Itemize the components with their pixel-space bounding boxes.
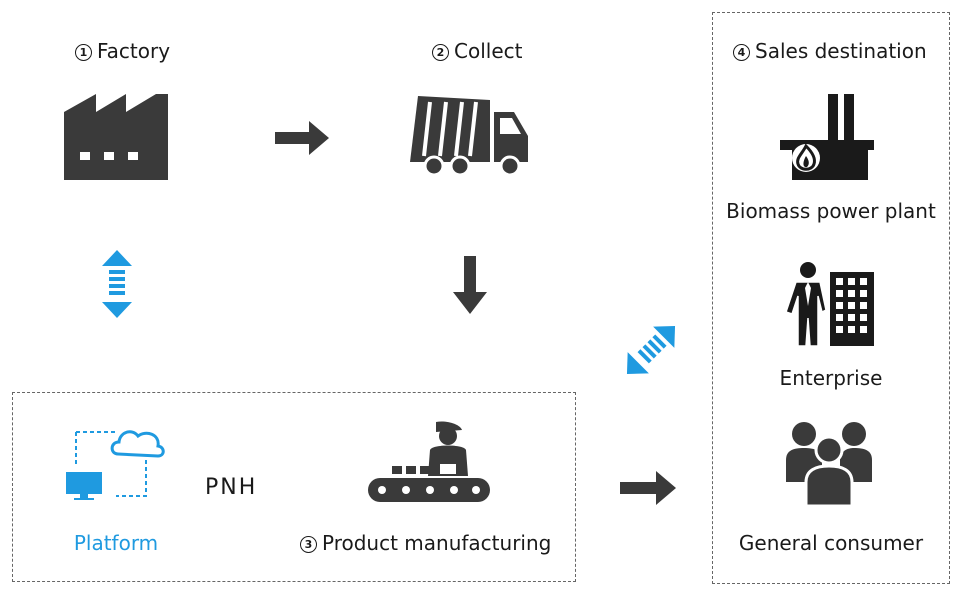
arrow-right-icon	[620, 471, 676, 505]
step-number-1: 1	[75, 44, 92, 61]
step-number-4: 4	[733, 44, 750, 61]
arrow-down-icon	[453, 256, 487, 314]
bidirectional-arrow-diagonal-icon	[626, 325, 676, 375]
factory-icon	[64, 94, 168, 180]
destination-label-biomass: Biomass power plant	[726, 199, 936, 223]
garbage-truck-icon	[410, 96, 528, 177]
step-number-2: 2	[432, 44, 449, 61]
bidirectional-arrow-vertical-icon	[102, 250, 132, 318]
destination-label-enterprise: Enterprise	[779, 366, 883, 390]
conveyor-worker-icon	[368, 421, 490, 502]
cloud-platform-icon	[66, 430, 165, 500]
sales-destination-box	[712, 12, 950, 584]
pnh-logo: PNH	[205, 475, 258, 500]
people-group-icon	[786, 422, 872, 508]
manufacturing-box	[12, 392, 576, 582]
businessman-building-icon	[785, 262, 874, 347]
platform-label: Platform	[73, 531, 159, 555]
step-number-3: 3	[300, 536, 317, 553]
power-plant-icon	[780, 94, 874, 180]
destination-label-consumer: General consumer	[738, 531, 924, 555]
arrow-right-icon	[275, 121, 329, 155]
